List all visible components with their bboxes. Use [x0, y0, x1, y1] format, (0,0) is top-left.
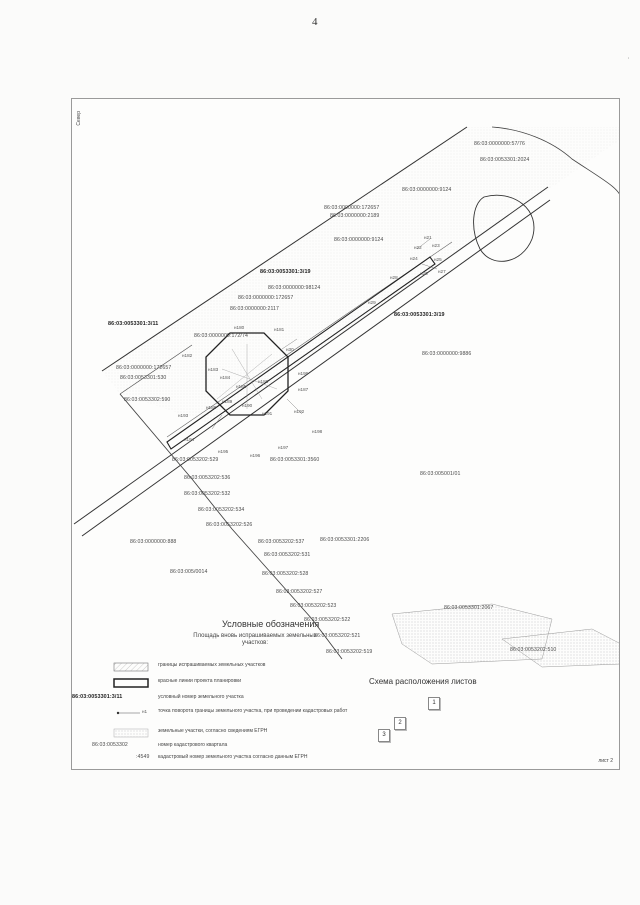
parcel-label: 86:03:0053301:2024	[480, 157, 530, 163]
parcel-label: 86:03:005001/01	[420, 471, 461, 477]
point-label: н26	[420, 271, 428, 276]
point-label: н196	[250, 453, 261, 458]
point-label: н192	[294, 409, 305, 414]
legend-item-text: точка поворота границы земельного участк…	[158, 708, 348, 714]
point-label: н189	[222, 399, 233, 404]
point-label: н195	[218, 449, 229, 454]
parcel-label: 86:03:0053202:527	[276, 589, 323, 595]
point-arrow-icon	[116, 711, 140, 715]
parcel-label: 86:03:0053202:528	[262, 571, 309, 577]
parcel-label: 86:03:0000000:9124	[402, 187, 452, 193]
legend-code: :4549	[136, 754, 150, 760]
parcel-label: 86:03:0000000:9124	[334, 237, 384, 243]
point-label: н194	[184, 437, 195, 442]
parcel-label: 86:03:0000000:57/76	[474, 141, 525, 147]
sheet-box-3[interactable]: 3	[378, 729, 390, 742]
legend-item-text: номер кадастрового квартала	[158, 742, 228, 748]
point-label: н197	[278, 445, 289, 450]
point-label: н24	[410, 256, 418, 261]
parcel-label: 86:03:0053202:526	[206, 522, 253, 528]
side-mark: ’	[628, 58, 630, 64]
point-label: н25	[434, 257, 442, 262]
point-label: н191	[262, 411, 273, 416]
parcel-label: 86:03:0053301:3560	[270, 457, 320, 463]
parcel-label: 86:03:0000000:888	[130, 539, 177, 545]
sheet-box-1[interactable]: 1	[428, 697, 440, 710]
parcel-label: 86:03:0000000:172657	[324, 205, 380, 211]
parcel-label: 86:03:0053202:531	[264, 552, 311, 558]
parcel-label: 86:03:0053202:510	[510, 647, 557, 653]
legend-item-text: границы испрашиваемых земельных участков	[158, 662, 266, 668]
parcel-label: 86:03:0053301:2067	[444, 605, 494, 611]
legend-item-text: условный номер земельного участка	[158, 694, 244, 700]
hatched-box-icon	[113, 662, 149, 672]
point-label: н23	[432, 243, 440, 248]
point-label: н190	[242, 403, 253, 408]
sheet-box-2[interactable]: 2	[394, 717, 406, 730]
parcel-label: 86:03:0053202:529	[172, 457, 219, 463]
grey-box-icon	[113, 728, 149, 738]
parcel-label: 86:03:0053202:534	[198, 507, 245, 513]
parcel-label: 86:03:0053302:590	[124, 397, 171, 403]
point-label: н183	[208, 367, 219, 372]
north-label: Север	[76, 111, 82, 126]
parcel-label[interactable]: 86:03:0053301:3/19	[260, 269, 311, 275]
parcel-label: 86:03:0053202:532	[184, 491, 231, 497]
point-label: н188	[206, 405, 217, 410]
parcel-label: 86:03:0053202:521	[314, 633, 361, 639]
parcel-label: 86:03:005/0014	[170, 569, 208, 575]
point-label: н187	[298, 387, 309, 392]
parcel-label[interactable]: 86:03:0053301:3/19	[394, 312, 445, 318]
point-label: н28	[390, 275, 398, 280]
legend-code: 86:03:0053302	[92, 742, 128, 748]
point-label: н30	[286, 347, 294, 352]
legend-item-text: кадастровый номер земельного участка сог…	[158, 754, 308, 760]
parcel-label[interactable]: 86:03:0053301:3/11	[108, 321, 159, 327]
parcel-label: 86:03:0053202:519	[326, 649, 373, 655]
point-label: н21	[424, 235, 432, 240]
parcel-label: 86:03:0000000:2117	[230, 306, 280, 312]
page-number: 4	[312, 16, 318, 28]
map-sheet: Север 86:03:0000000:57/76 86:03:0053301:…	[71, 98, 620, 770]
legend-code: н1	[142, 709, 148, 714]
point-label: н186	[258, 379, 269, 384]
parcel-label: 86:03:0053202:537	[258, 539, 305, 545]
point-label: н193	[178, 413, 189, 418]
parcel-label: 86:03:0000000:98124	[268, 285, 321, 291]
point-label: н29	[368, 300, 376, 305]
parcel-label: 86:03:0000000:2189	[330, 213, 380, 219]
point-label: н22	[414, 245, 422, 250]
point-label: н199	[298, 371, 309, 376]
sheets-title: Схема расположения листов	[369, 677, 477, 686]
parcel-label: 86:03:0053301:2206	[320, 537, 370, 543]
legend-subtitle: Площадь вновь испрашиваемых земельных уч…	[193, 633, 317, 646]
legend-title: Условные обозначения	[222, 619, 320, 629]
point-label: н27	[438, 269, 446, 274]
parcel-label: 86:03:0053202:522	[304, 617, 351, 623]
map-drawing	[73, 126, 619, 668]
legend-code: 86:03:0053301:3/11	[72, 694, 123, 700]
point-label: н184	[220, 375, 231, 380]
point-label: н182	[182, 353, 193, 358]
parcel-label: 86:03:0053202:523	[290, 603, 337, 609]
sheet-label: лист 2	[598, 758, 613, 764]
red-line-box-icon	[113, 678, 149, 688]
parcel-label: 86:03:0000000:172657	[116, 365, 172, 371]
legend-item-text: красные линии проекта планировки	[158, 678, 242, 684]
parcel-label: 86:03:0000000:9886	[422, 351, 472, 357]
legend-item-text: земельные участки, согласно сведениям ЕГ…	[158, 728, 268, 734]
parcel-label: 86:03:0000000:172657	[238, 295, 294, 301]
point-label: н181	[274, 327, 285, 332]
parcel-label: 86:03:0053301:530	[120, 375, 167, 381]
point-label: н185	[236, 384, 247, 389]
point-label: н198	[312, 429, 323, 434]
parcel-label: 86:03:0053202:536	[184, 475, 231, 481]
point-label: н180	[234, 325, 245, 330]
parcel-label: 86:03:0000000:172/74	[194, 333, 248, 339]
